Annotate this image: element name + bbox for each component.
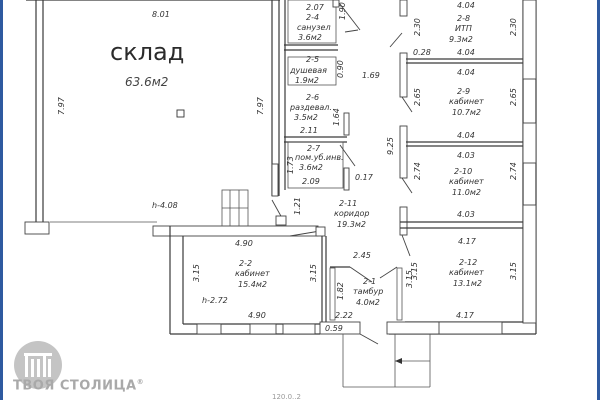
room-2-8-id: 2-8	[457, 14, 470, 23]
room-2-2-walls	[152, 199, 327, 335]
left-border	[0, 0, 3, 400]
dim-sklad-left: 7.97	[57, 96, 66, 115]
dim-sklad-top: 8.01	[152, 10, 170, 19]
dim-r212-top: 4.17	[458, 237, 477, 246]
room-sklad-name: склад	[110, 38, 184, 66]
room-2-2-id: 2-2	[239, 259, 252, 268]
room-2-5-name: душевая	[289, 66, 327, 75]
dim-r29-left: 2.65	[413, 88, 422, 106]
room-2-9-name: кабинет	[449, 97, 484, 106]
room-2-7-name: пом.уб.инв.	[295, 153, 344, 162]
room-2-4-id: 2-4	[306, 13, 319, 22]
right-border	[597, 0, 600, 400]
labels: 8.01 склад 63.6м2 7.97 7.97 h-4.08 2.07 …	[57, 1, 518, 333]
room-2-11-name: коридор	[334, 209, 370, 218]
dim-r212-left: 3.15	[410, 262, 419, 280]
room-2-5-id: 2-5	[306, 55, 319, 64]
dim-r27-side: 1.73	[286, 156, 295, 174]
dim-r21-door: 0.59	[325, 324, 343, 333]
room-2-6-id: 2-6	[306, 93, 319, 102]
room-2-10-name: кабинет	[449, 177, 484, 186]
room-2-2-name: кабинет	[235, 269, 270, 278]
dim-r22-bottom: 4.90	[248, 311, 266, 320]
room-2-10-id: 2-10	[454, 167, 472, 176]
sklad-walls	[24, 0, 280, 235]
dim-r25-side: 0.90	[336, 60, 345, 78]
right-rooms-walls	[389, 0, 537, 335]
dim-corr-169: 1.69	[362, 71, 380, 80]
dim-r22-left: 3.15	[192, 264, 201, 282]
dim-r22-right: 3.15	[309, 264, 318, 282]
dim-r28-bottom: 4.04	[457, 48, 475, 57]
room-sklad-area: 63.6м2	[125, 75, 168, 89]
room-2-5-area: 1.9м2	[295, 76, 319, 85]
dim-r21-left: 1.82	[336, 282, 345, 300]
dim-r212-right: 3.15	[509, 262, 518, 280]
room-2-11-id: 2-11	[339, 199, 357, 208]
dim-r210-bottom: 4.03	[457, 210, 475, 219]
dim-r21-right: 3.15	[405, 270, 414, 288]
dim-r21-top: 2.45	[353, 251, 371, 260]
room-2-4-area: 3.6м2	[298, 33, 322, 42]
dim-r210-right: 2.74	[509, 162, 518, 180]
dim-corr-925: 9.25	[386, 137, 395, 155]
room-2-1-id: 2-1	[363, 277, 376, 286]
dim-r22-top: 4.90	[235, 239, 253, 248]
dim-r29-bottom: 4.04	[457, 131, 475, 140]
brand-logo-bars-icon	[24, 353, 52, 377]
dim-r26-bottom: 2.11	[300, 126, 318, 135]
dim-r212-bottom: 4.17	[456, 311, 475, 320]
room-2-7-area: 3.6м2	[299, 163, 323, 172]
room-2-10-area: 11.0м2	[452, 188, 481, 197]
room-2-7-id: 2-7	[307, 144, 321, 153]
dim-gap-017: 0.17	[355, 173, 374, 182]
dim-r27-bottom: 2.09	[302, 177, 320, 186]
footer-note: 120.0..2	[272, 393, 301, 401]
dim-r28-gap: 0.28	[413, 48, 431, 57]
room-2-11-area: 19.3м2	[337, 220, 366, 229]
dim-r210-left: 2.74	[413, 162, 422, 180]
brand-reg-mark: ®	[136, 378, 145, 386]
dim-r28-left: 2.30	[413, 18, 422, 36]
dim-corr-121: 1.21	[293, 197, 302, 215]
stairs	[221, 189, 249, 227]
room-2-12-name: кабинет	[449, 268, 484, 277]
room-2-9-id: 2-9	[457, 87, 470, 96]
dim-r26-side: 1.64	[332, 108, 341, 126]
room-2-6-area: 3.5м2	[294, 113, 318, 122]
dim-r24-side: 1.90	[338, 2, 347, 20]
room-2-6-name: раздевал.	[289, 103, 332, 112]
dim-r28-top: 4.04	[457, 1, 475, 10]
dim-r22-height: h-2.72	[202, 296, 228, 305]
room-2-8-area: 9.3м2	[449, 35, 473, 44]
room-2-4-name: санузел	[297, 23, 331, 32]
room-2-12-id: 2-12	[459, 258, 477, 267]
room-2-1-area: 4.0м2	[356, 298, 380, 307]
service-rooms-walls	[284, 0, 361, 191]
brand-name: ТВОЯ СТОЛИЦА	[13, 378, 137, 394]
dim-sklad-height: h-4.08	[152, 201, 178, 210]
room-2-9-area: 10.7м2	[452, 108, 481, 117]
room-2-12-area: 13.1м2	[453, 279, 482, 288]
dim-r21-bottom: 2.22	[335, 311, 353, 320]
dim-sklad-right: 7.97	[256, 96, 265, 115]
dim-r28-right: 2.30	[509, 18, 518, 36]
room-2-8-name: ИТП	[455, 24, 472, 33]
room-2-1-walls	[319, 266, 440, 388]
dim-r210-top: 4.03	[457, 151, 475, 160]
room-2-2-area: 15.4м2	[238, 280, 267, 289]
brand-watermark: ТВОЯ СТОЛИЦА®	[13, 378, 144, 393]
dim-r29-right: 2.65	[509, 88, 518, 106]
dim-r29-top: 4.04	[457, 68, 475, 77]
dim-r24-top: 2.07	[306, 3, 325, 12]
room-2-1-name: тамбур	[353, 287, 383, 296]
